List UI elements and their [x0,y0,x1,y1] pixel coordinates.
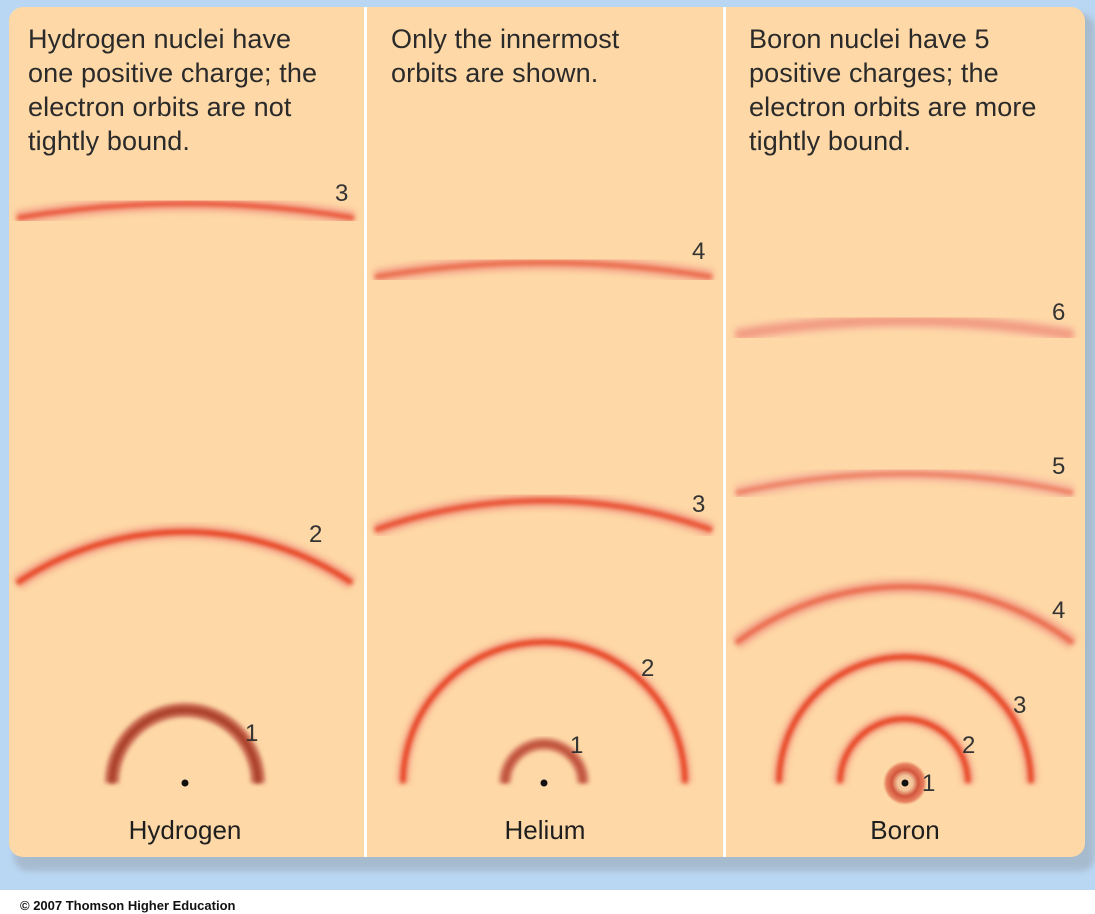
boron-orbit-4 [731,579,1078,649]
helium-orbits: 4 3 2 1 [372,238,715,787]
copyright-notice: © 2007 Thomson Higher Education [20,898,236,913]
orbit-number: 1 [922,770,935,797]
orbit-number: 3 [1013,692,1026,719]
boron-orbit-3 [773,651,1037,784]
helium-caption-line: Only the innermost [391,24,620,54]
boron-label: Boron [870,815,940,845]
orbit-number: 3 [692,491,705,518]
column-divider-1 [364,7,367,857]
hydrogen-caption-line: one positive charge; the [28,58,318,88]
orbit-number: 3 [335,180,348,207]
orbit-number: 4 [692,238,705,265]
hydrogen-caption-line: tightly bound. [28,126,191,156]
orbit-number: 2 [962,732,975,759]
column-divider-2 [723,7,726,857]
boron-orbit-2 [834,713,974,784]
orbit-number: 1 [245,720,258,747]
boron-caption-line: tightly bound. [749,126,912,156]
helium-caption-line: orbits are shown. [391,58,599,88]
hydrogen-nucleus [181,779,189,787]
helium-caption: Only the innermost orbits are shown. [391,22,721,90]
hydrogen-orbit-1 [105,703,265,784]
boron-caption-line: positive charges; the [749,58,999,88]
hydrogen-caption-line: electron orbits are not [28,92,292,122]
orbit-number: 2 [309,521,322,548]
hydrogen-caption-line: Hydrogen nuclei have [28,24,292,54]
hydrogen-orbit-2 [13,524,356,589]
boron-caption-line: electron orbits are more [749,92,1037,122]
hydrogen-orbit-3 [15,196,356,225]
helium-orbit-2 [397,636,691,784]
boron-caption: Boron nuclei have 5 positive charges; th… [749,22,1079,158]
helium-label: Helium [504,815,586,845]
orbit-number: 6 [1052,299,1065,326]
orbit-number: 1 [570,732,583,759]
helium-orbit-4 [373,255,714,284]
hydrogen-label: Hydrogen [128,815,242,845]
boron-nucleus [901,779,909,787]
boron-orbit-6 [734,313,1075,342]
helium-orbit-1 [499,738,589,784]
helium-nucleus [540,779,548,787]
boron-orbit-5 [734,466,1075,500]
orbit-number: 2 [641,655,654,682]
orbit-number: 4 [1052,597,1065,624]
orbit-number: 5 [1052,453,1065,480]
boron-caption-line: Boron nuclei have 5 [749,24,990,54]
hydrogen-orbits: 3 2 1 [13,180,356,787]
hydrogen-caption: Hydrogen nuclei have one positive charge… [28,22,358,158]
helium-orbit-3 [372,493,715,537]
boron-orbits: 6 5 4 3 2 1 [731,299,1078,805]
